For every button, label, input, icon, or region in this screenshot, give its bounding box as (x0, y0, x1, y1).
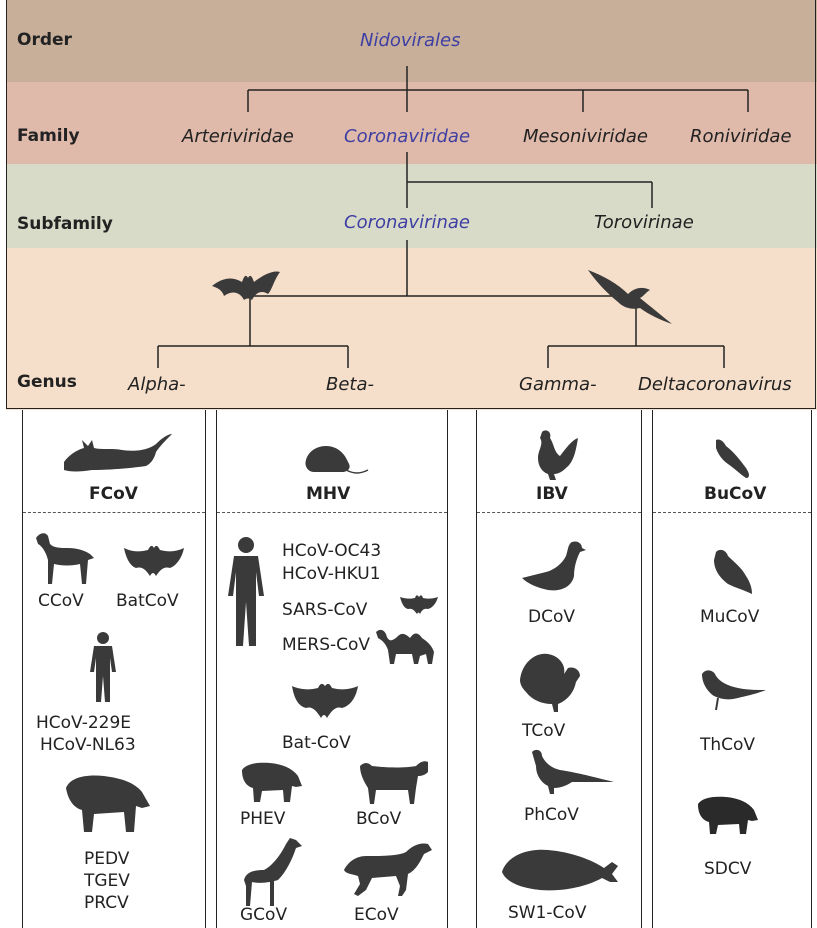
virus-tcov: TCoV (522, 720, 565, 742)
virus-bat-cov: Bat-CoV (282, 732, 351, 754)
pig-icon (64, 772, 154, 834)
virus-pedv: PEDV (84, 848, 129, 870)
virus-prcv: PRCV (84, 892, 129, 914)
rooster-icon (532, 428, 582, 482)
bat-icon (292, 682, 358, 720)
prototype-mhv: MHV (306, 484, 350, 504)
bat-icon (124, 544, 184, 578)
thrush-icon (698, 668, 768, 712)
virus-hcov-229e: HCoV-229E (36, 712, 131, 734)
taxon-genus-delta: Deltacoronavirus (638, 374, 792, 395)
munia-icon (710, 548, 754, 596)
pig-icon (696, 794, 760, 836)
giraffe-icon (240, 836, 306, 908)
whale-icon (500, 846, 620, 896)
camel-icon (374, 628, 440, 666)
prototype-bucov: BuCoV (704, 484, 766, 504)
virus-hcov-hku1: HCoV-HKU1 (282, 563, 381, 585)
column-alpha-divider (23, 512, 205, 513)
taxon-family-mesoniviridae: Mesoniviridae (523, 126, 648, 147)
taxon-family-arteriviridae: Arteriviridae (182, 126, 294, 147)
virus-thcov: ThCoV (700, 734, 755, 756)
rank-family-label: Family (17, 126, 80, 146)
virus-ccov: CCoV (38, 590, 84, 612)
virus-phcov: PhCoV (524, 804, 579, 826)
virus-mucov: MuCoV (700, 606, 759, 628)
virus-bcov: BCoV (356, 808, 401, 830)
horse-icon (342, 840, 434, 898)
taxon-subfamily-coronavirinae: Coronavirinae (344, 212, 470, 233)
cow-icon (358, 758, 430, 806)
virus-sars-cov: SARS-CoV (282, 599, 367, 621)
rank-order-label: Order (17, 30, 72, 50)
virus-batcov: BatCoV (116, 590, 179, 612)
taxon-order: Nidovirales (360, 30, 460, 51)
taxon-genus-beta: Beta- (326, 374, 374, 395)
pig-icon (240, 760, 304, 804)
pheasant-icon (528, 748, 616, 794)
human-icon (226, 536, 266, 650)
taxon-genus-alpha: Alpha- (128, 374, 186, 395)
virus-sw1-cov: SW1-CoV (508, 902, 586, 924)
virus-ecov: ECoV (354, 904, 399, 926)
taxon-genus-gamma: Gamma- (519, 374, 597, 395)
prototype-fcov: FCoV (89, 484, 138, 504)
prototype-ibv: IBV (536, 484, 568, 504)
rank-subfamily-label: Subfamily (17, 214, 113, 234)
taxon-family-roniviridae: Roniviridae (690, 126, 792, 147)
virus-gcov: GCoV (240, 904, 287, 926)
virus-hcov-oc43: HCoV-OC43 (282, 540, 381, 562)
human-icon (88, 632, 118, 704)
virus-dcov: DCoV (528, 606, 575, 628)
virus-hcov-nl63: HCoV-NL63 (40, 734, 136, 756)
column-beta-divider (217, 512, 447, 513)
virus-phev: PHEV (240, 808, 285, 830)
bird-icon (588, 270, 672, 324)
duck-icon (520, 540, 586, 598)
bat-icon (400, 594, 438, 616)
mouse-icon (302, 440, 370, 478)
cat-icon (62, 432, 174, 476)
bulbul-icon (712, 436, 752, 480)
column-gamma-divider (477, 512, 641, 513)
virus-sdcv: SDCV (704, 858, 751, 880)
virus-mers-cov: MERS-CoV (282, 634, 370, 656)
turkey-icon (518, 652, 584, 714)
rank-genus-label: Genus (17, 372, 77, 392)
virus-tgev: TGEV (84, 870, 130, 892)
column-delta-divider (653, 512, 811, 513)
taxon-family-coronaviridae: Coronaviridae (344, 126, 470, 147)
taxonomy-tree-lines (0, 0, 817, 410)
dog-icon (34, 530, 96, 586)
taxon-subfamily-torovirinae: Torovirinae (594, 212, 694, 233)
